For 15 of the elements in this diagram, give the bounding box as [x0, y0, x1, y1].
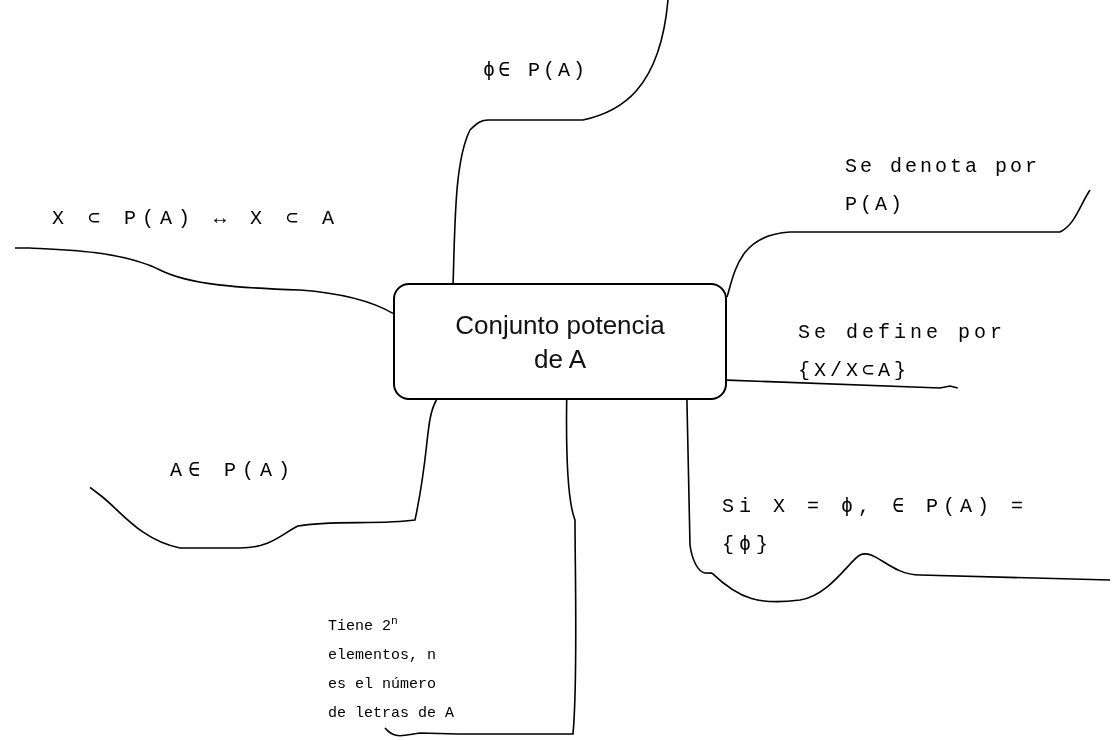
- branch-text: Si X = ϕ, ∈ P(A) = {ϕ}: [712, 488, 1072, 600]
- branch-line: [726, 379, 959, 389]
- branch-line: [457, 399, 577, 735]
- branch-text: X ⊂ P(A) ↔ X ⊂ A: [15, 204, 341, 248]
- branch-line: [14, 247, 394, 315]
- branch-text: ϕ∈ P(A): [483, 56, 583, 120]
- branch-line: [686, 399, 713, 574]
- branch-line: [452, 119, 584, 284]
- branch-text: Se denota por P(A): [790, 148, 1060, 232]
- central-topic-box: Conjunto potencia de A: [393, 283, 727, 400]
- branch-line: [89, 399, 438, 549]
- branch-text: A∈ P(A): [90, 456, 300, 548]
- branch-text: Se define por {X/X⊂A}: [798, 314, 1040, 388]
- branch-line: [726, 231, 1061, 298]
- branch-text: Tiene 2$^{n}$ elementos, n es el número de letras de A: [328, 612, 458, 734]
